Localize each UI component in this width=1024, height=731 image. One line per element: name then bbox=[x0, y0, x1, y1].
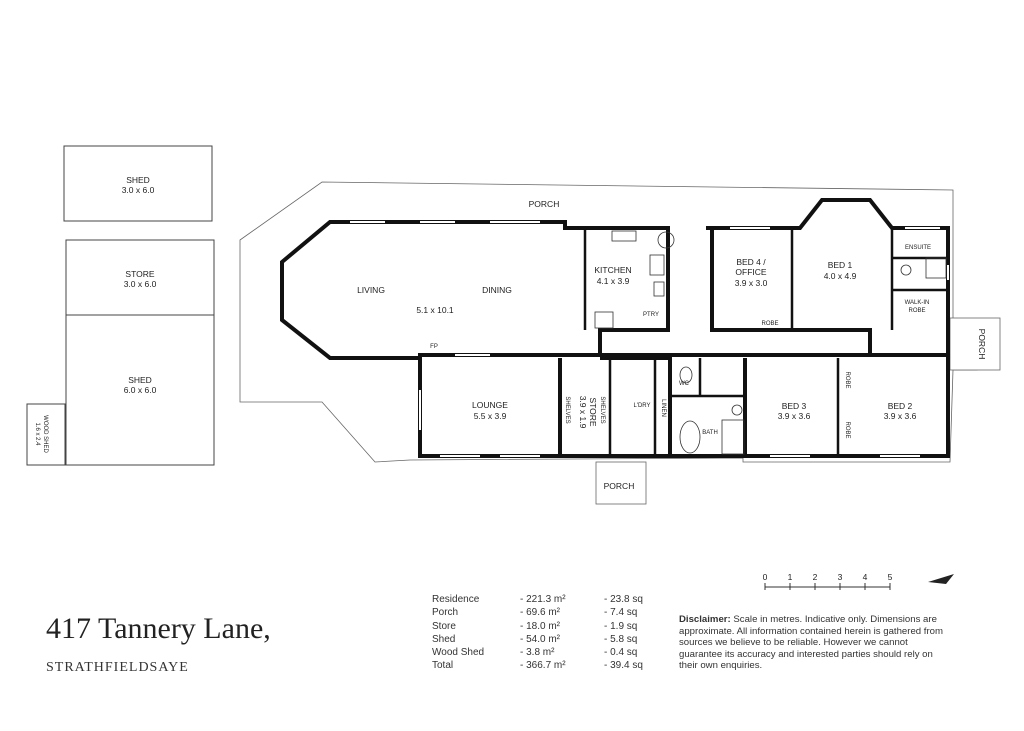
north-arrow-icon bbox=[928, 574, 954, 584]
fp-label: FP bbox=[430, 344, 438, 350]
area-row: Store - 18.0 m² - 1.9 sq bbox=[432, 620, 654, 633]
bed2-name: BED 2 bbox=[888, 401, 913, 411]
bed4-name: BED 4 / bbox=[736, 257, 766, 267]
area-sq: - 1.9 sq bbox=[604, 620, 638, 632]
store-out-dim: 3.0 x 6.0 bbox=[124, 279, 157, 289]
area-m2: - 18.0 m² bbox=[520, 620, 561, 632]
area-name: Wood Shed bbox=[432, 647, 485, 659]
area-m2: - 69.6 m² bbox=[520, 607, 561, 619]
area-name: Total bbox=[432, 660, 454, 672]
living-dim: 5.1 x 10.1 bbox=[416, 305, 454, 315]
bed3-name: BED 3 bbox=[782, 401, 807, 411]
address-title: 417 Tannery Lane, bbox=[46, 612, 271, 645]
shed-top-name: SHED bbox=[126, 175, 150, 185]
bed2-robe: ROBE bbox=[844, 421, 850, 438]
area-sq: - 39.4 sq bbox=[604, 660, 643, 672]
disclaimer-text: Scale in metres. Indicative only. Dimens… bbox=[679, 614, 943, 672]
porch-right-outline bbox=[949, 317, 1001, 371]
porch-right-label: PORCH bbox=[977, 329, 987, 360]
area-row: Shed - 54.0 m² - 5.8 sq bbox=[432, 633, 654, 646]
area-sq: - 5.8 sq bbox=[604, 633, 638, 645]
porch-bottom-outline bbox=[595, 461, 647, 505]
bed4-robe: ROBE bbox=[761, 321, 778, 327]
ensuite-label: ENSUITE bbox=[905, 245, 931, 251]
linen-label: LINEN bbox=[660, 399, 666, 417]
area-name: Shed bbox=[432, 633, 456, 645]
bed1-name: BED 1 bbox=[828, 260, 853, 270]
ldry-label: L'DRY bbox=[633, 403, 650, 409]
disclaimer: Disclaimer: Scale in metres. Indicative … bbox=[679, 614, 949, 672]
suburb-subtitle: STRATHFIELDSAYE bbox=[46, 660, 189, 675]
shelves-label-right: SHELVES bbox=[599, 396, 605, 423]
shelves-label-left: SHELVES bbox=[564, 396, 570, 423]
scale-tick-5: 5 bbox=[888, 572, 893, 582]
scale-bar bbox=[764, 583, 891, 590]
shed-top-dim: 3.0 x 6.0 bbox=[122, 185, 155, 195]
store-in-dim: 3.9 x 1.9 bbox=[578, 396, 588, 429]
area-m2: - 3.8 m² bbox=[520, 647, 555, 659]
ptry-label: PTRY bbox=[643, 312, 659, 318]
lounge-name: LOUNGE bbox=[472, 400, 508, 410]
area-row: Residence - 221.3 m² - 23.8 sq bbox=[432, 593, 654, 606]
shed-big-dim: 6.0 x 6.0 bbox=[124, 385, 157, 395]
bed2-dim: 3.9 x 3.6 bbox=[884, 411, 917, 421]
bath-label: BATH bbox=[702, 430, 718, 436]
room-labels: SHED 3.0 x 6.0 STORE 3.0 x 6.0 SHED 6.0 … bbox=[34, 175, 987, 491]
disclaimer-label: Disclaimer: bbox=[679, 614, 731, 625]
area-row: Wood Shed - 3.8 m² - 0.4 sq bbox=[432, 646, 654, 659]
area-row: Porch - 69.6 m² - 7.4 sq bbox=[432, 606, 654, 619]
shed-big-name: SHED bbox=[128, 375, 152, 385]
scale-ticks: 0 1 2 3 4 5 bbox=[763, 572, 893, 582]
kitchen-dim: 4.1 x 3.9 bbox=[597, 276, 630, 286]
area-name: Porch bbox=[432, 607, 459, 619]
lounge-dim: 5.5 x 3.9 bbox=[474, 411, 507, 421]
area-m2: - 366.7 m² bbox=[520, 660, 566, 672]
living-label: LIVING bbox=[357, 285, 385, 295]
outbuildings bbox=[26, 145, 215, 466]
area-row: Total - 366.7 m² - 39.4 sq bbox=[432, 659, 654, 672]
scale-tick-4: 4 bbox=[863, 572, 868, 582]
house-walls bbox=[280, 198, 950, 458]
wc-label: WC bbox=[679, 381, 690, 387]
area-name: Store bbox=[432, 620, 456, 632]
scale-tick-2: 2 bbox=[813, 572, 818, 582]
porch-top-label: PORCH bbox=[529, 199, 560, 209]
scale-tick-3: 3 bbox=[838, 572, 843, 582]
area-sq: - 7.4 sq bbox=[604, 607, 638, 619]
kitchen-name: KITCHEN bbox=[594, 265, 631, 275]
area-sq: - 0.4 sq bbox=[604, 647, 638, 659]
scale-tick-1: 1 bbox=[788, 572, 793, 582]
wood-shed-dim: 1.6 x 2.4 bbox=[34, 422, 40, 446]
store-in-name: STORE bbox=[588, 397, 598, 426]
bed3-dim: 3.9 x 3.6 bbox=[778, 411, 811, 421]
wood-shed-outline bbox=[26, 403, 66, 466]
shed-big-outline bbox=[65, 314, 215, 466]
shed-top-outline bbox=[63, 145, 213, 222]
dining-label: DINING bbox=[482, 285, 512, 295]
bed3-robe: ROBE bbox=[844, 371, 850, 388]
scale-tick-0: 0 bbox=[763, 572, 768, 582]
area-table: Residence - 221.3 m² - 23.8 sq Porch - 69.6… bbox=[432, 593, 654, 673]
area-name: Residence bbox=[432, 594, 480, 605]
walkin-label-1: WALK-IN bbox=[905, 300, 930, 306]
bed1-dim: 4.0 x 4.9 bbox=[824, 271, 857, 281]
area-m2: - 54.0 m² bbox=[520, 633, 561, 645]
bed4-dim: 3.9 x 3.0 bbox=[735, 278, 768, 288]
wood-shed-name: WOOD SHED bbox=[42, 415, 48, 453]
bed4-name2: OFFICE bbox=[735, 267, 766, 277]
area-sq: - 23.8 sq bbox=[604, 594, 643, 605]
store-out-name: STORE bbox=[125, 269, 154, 279]
area-m2: - 221.3 m² bbox=[520, 594, 566, 605]
porch-bottom-label: PORCH bbox=[604, 481, 635, 491]
walkin-label-2: ROBE bbox=[908, 308, 925, 314]
